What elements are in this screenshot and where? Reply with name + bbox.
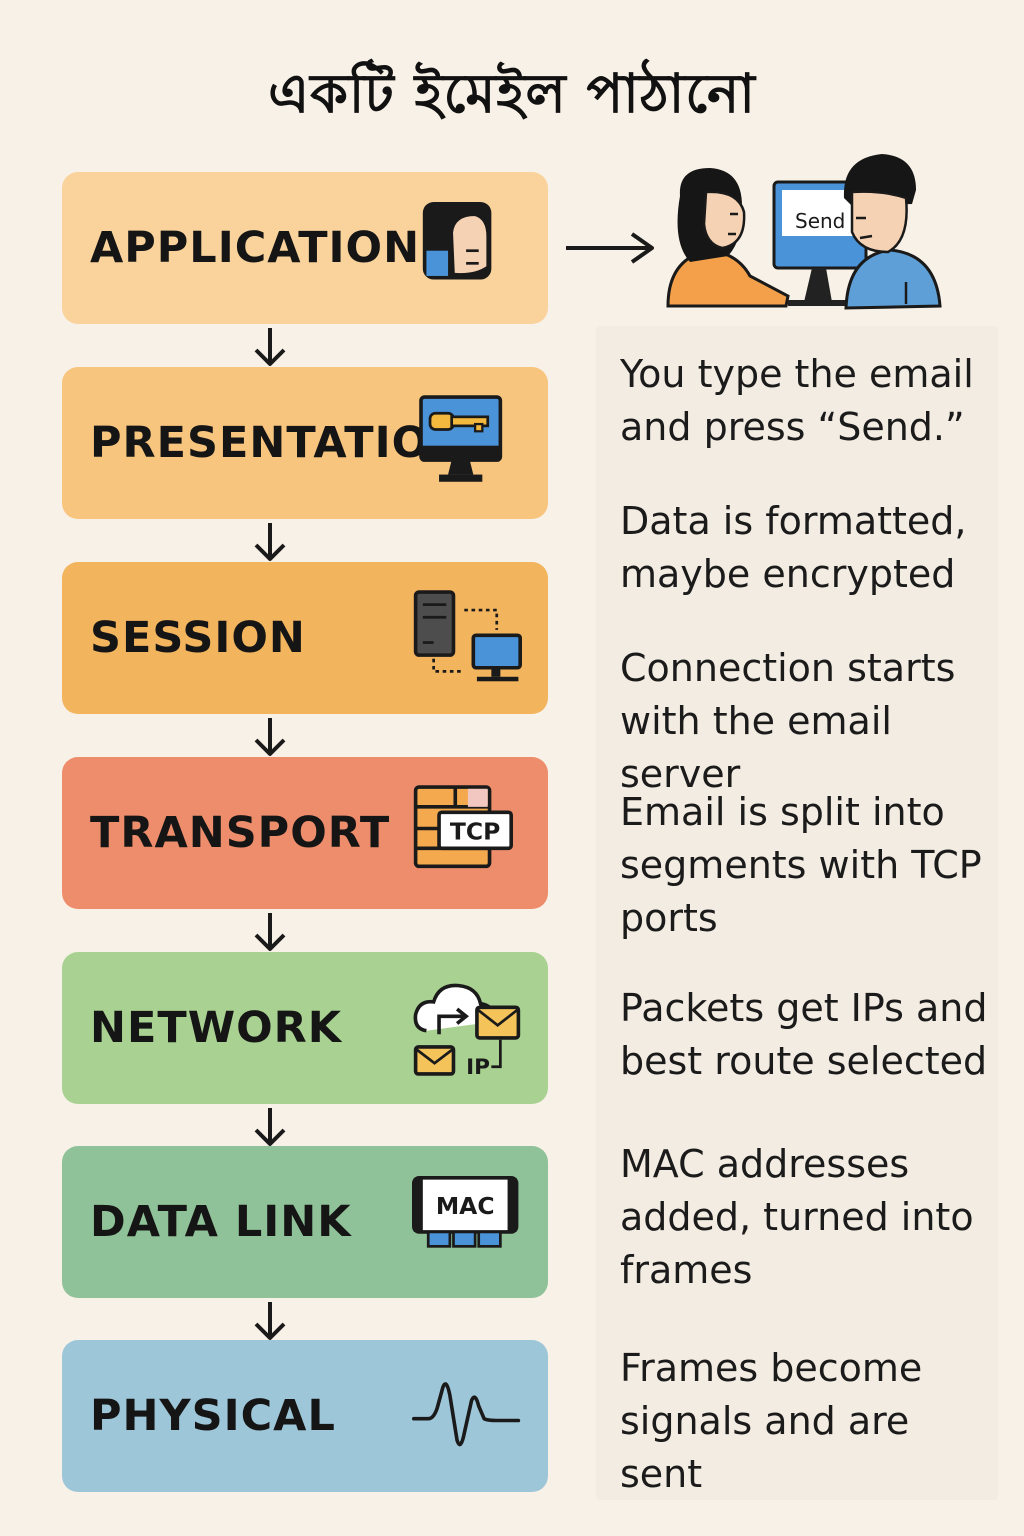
layer-description: Packets get IPs and best route selected bbox=[620, 986, 988, 1083]
send-label: Send bbox=[795, 209, 845, 233]
layer-description: You type the email and press “Send.” bbox=[620, 352, 974, 449]
mac-card-icon: MAC bbox=[412, 1176, 519, 1248]
layer-label: PRESENTATION bbox=[90, 418, 467, 468]
down-arrow-icon bbox=[254, 913, 286, 951]
layer-label: NETWORK bbox=[90, 1003, 343, 1053]
cloud-routing-icon: IP bbox=[413, 983, 521, 1078]
layer-label: DATA LINK bbox=[90, 1197, 352, 1247]
layer-label: PHYSICAL bbox=[90, 1391, 336, 1441]
layer-presentation: PRESENTATION bbox=[62, 367, 548, 519]
woman-figure bbox=[666, 168, 790, 308]
layer-label: APPLICATION bbox=[90, 223, 421, 273]
down-arrow-icon bbox=[254, 718, 286, 756]
down-arrow-icon bbox=[254, 523, 286, 561]
descriptions-panel bbox=[596, 326, 998, 1500]
layer-description: Email is split into segments with TCP po… bbox=[620, 790, 982, 940]
server-connection-icon bbox=[413, 590, 522, 682]
encryption-monitor-icon bbox=[419, 395, 503, 482]
person-sending-email-illustration: Send bbox=[566, 154, 942, 310]
svg-text:TCP: TCP bbox=[450, 817, 500, 845]
layer-session: SESSION bbox=[62, 562, 548, 714]
layer-physical: PHYSICAL bbox=[62, 1340, 548, 1492]
layer-transport: TRANSPORT TCP bbox=[62, 757, 548, 909]
down-arrow-icon bbox=[254, 1302, 286, 1340]
tcp-segments-icon: TCP bbox=[413, 785, 513, 869]
layer-data-link: DATA LINK MAC bbox=[62, 1146, 548, 1298]
down-arrow-icon bbox=[254, 328, 286, 366]
layer-application: APPLICATION bbox=[62, 172, 548, 324]
down-arrow-icon bbox=[254, 1108, 286, 1146]
man-figure bbox=[843, 154, 942, 310]
layer-description: Connection starts with the email server bbox=[620, 646, 956, 796]
layer-network: NETWORK IP bbox=[62, 952, 548, 1104]
signal-wave-icon bbox=[412, 1382, 521, 1447]
user-icon bbox=[422, 202, 492, 280]
layer-label: SESSION bbox=[90, 613, 306, 663]
layer-description: MAC addresses added, turned into frames bbox=[620, 1142, 974, 1292]
svg-text:IP: IP bbox=[466, 1055, 490, 1078]
layer-label: TRANSPORT bbox=[90, 808, 391, 858]
layer-description: Frames become signals and are sent bbox=[620, 1346, 923, 1496]
page-title: একটি ইমেইল পাঠানো bbox=[268, 62, 756, 125]
right-arrow-icon bbox=[566, 232, 654, 264]
layer-description: Data is formatted, maybe encrypted bbox=[620, 499, 967, 596]
svg-text:MAC: MAC bbox=[436, 1192, 495, 1220]
